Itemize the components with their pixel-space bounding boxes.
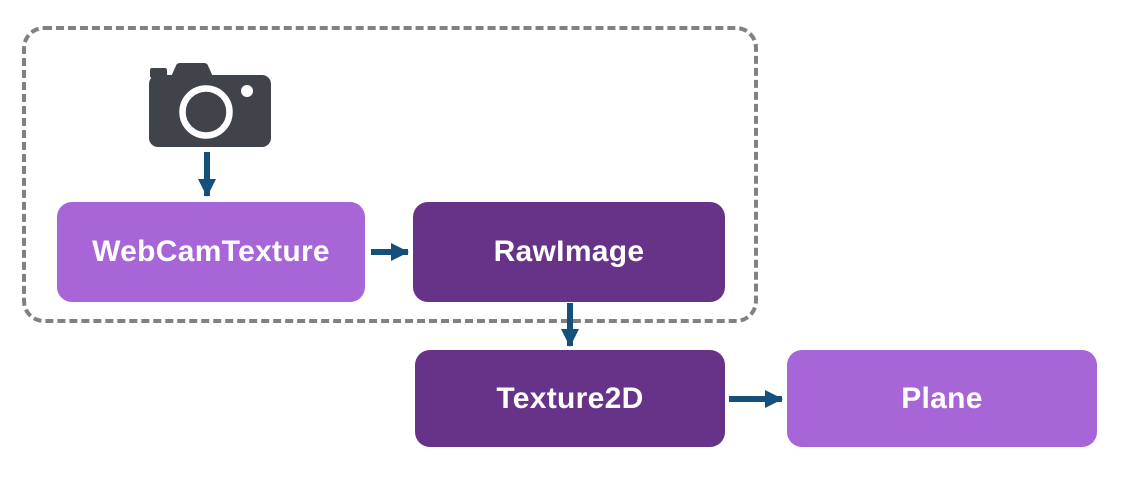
camera-icon bbox=[149, 61, 273, 149]
node-texture2d: Texture2D bbox=[415, 350, 725, 447]
node-plane: Plane bbox=[787, 350, 1097, 447]
webcam-group-outline bbox=[22, 26, 758, 323]
node-rawimage: RawImage bbox=[413, 202, 725, 302]
node-webcamtexture: WebCamTexture bbox=[57, 202, 365, 302]
node-webcamtexture-label: WebCamTexture bbox=[92, 235, 330, 268]
node-texture2d-label: Texture2D bbox=[496, 381, 644, 415]
node-rawimage-label: RawImage bbox=[493, 235, 645, 268]
node-plane-label: Plane bbox=[901, 381, 983, 415]
